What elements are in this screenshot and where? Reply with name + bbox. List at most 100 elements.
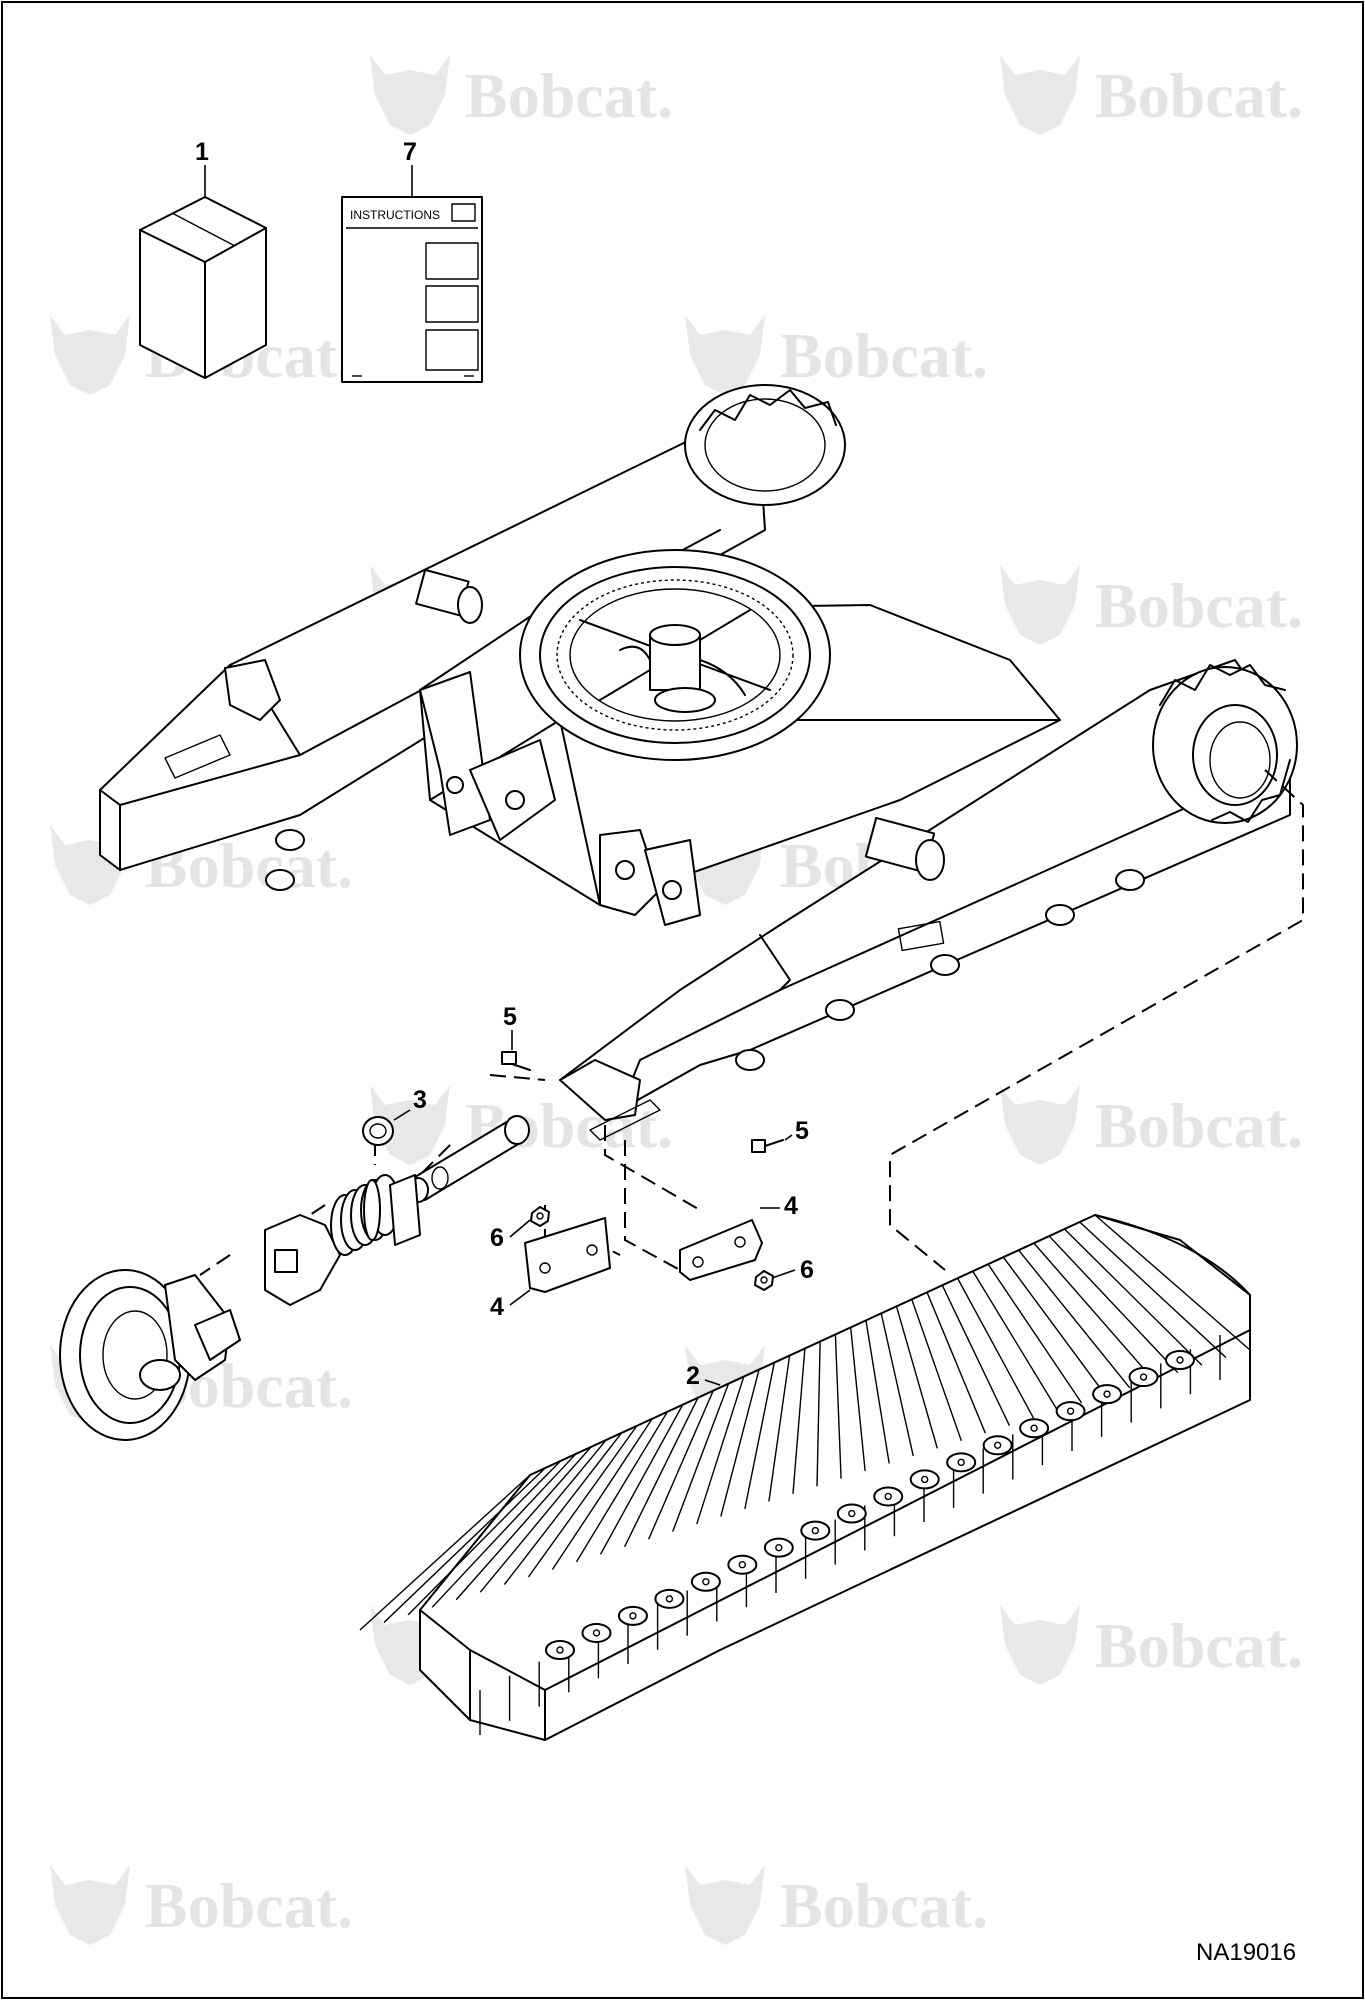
nut-left: [530, 1206, 550, 1227]
track-link-pin: [556, 1646, 564, 1654]
watermark-15: Bobcat.: [685, 1865, 988, 1945]
watermark-1: Bobcat.: [1000, 55, 1303, 135]
track-tread: [599, 1404, 684, 1555]
track-tread: [744, 1362, 776, 1510]
track-link: [1092, 1384, 1123, 1405]
watermark-text: Bobcat.: [780, 320, 988, 391]
track-tread: [407, 1460, 562, 1616]
front-idler-wheel: [59, 1269, 241, 1441]
seal-ring: [362, 1116, 394, 1146]
figure-id: NA19016: [1196, 1939, 1296, 1966]
callout-7: 7: [403, 138, 417, 166]
track-link: [1165, 1350, 1195, 1370]
track-link-pin: [993, 1441, 1002, 1449]
bobcat-logo-icon: [1000, 1605, 1080, 1685]
track-link: [800, 1520, 831, 1541]
bobcat-logo-icon: [1000, 565, 1080, 645]
track-tread: [527, 1425, 638, 1578]
track-link: [617, 1605, 648, 1626]
track-rollers: [265, 829, 1145, 1071]
track-tread: [479, 1439, 607, 1593]
track-link-pin: [738, 1561, 747, 1569]
track-link-pin: [702, 1578, 710, 1586]
track-link: [763, 1537, 794, 1558]
track-link-pin: [1176, 1356, 1184, 1364]
track-tread: [834, 1334, 842, 1479]
track-tread: [431, 1453, 577, 1608]
track-link-pin: [884, 1492, 892, 1501]
bobcat-logo-icon: [370, 55, 450, 135]
watermark-text: Bobcat.: [1095, 570, 1303, 641]
track-tread: [768, 1355, 791, 1502]
track-tread: [1079, 1221, 1227, 1359]
watermark-text: Bobcat.: [465, 60, 673, 131]
callout-6-right: 6: [800, 1256, 814, 1284]
sprocket-rear-right: [1152, 664, 1298, 824]
track-tread: [941, 1284, 1011, 1426]
watermark-13: Bobcat.: [1000, 1605, 1303, 1685]
track-link: [545, 1640, 575, 1660]
undercarriage-frame: [99, 384, 1298, 1141]
instruction-sheet-heading: INSTRUCTIONS: [350, 208, 440, 222]
track-tread: [503, 1432, 623, 1586]
track-tread: [383, 1467, 546, 1623]
track-tread: [551, 1418, 653, 1570]
track-link: [654, 1588, 685, 1609]
track-link: [581, 1622, 612, 1643]
track-links: [545, 1350, 1195, 1660]
watermark-9: Bobcat.: [1000, 1085, 1303, 1165]
track-link-pin: [1030, 1424, 1038, 1432]
track-tread: [1002, 1256, 1107, 1396]
watermark-3: Bobcat.: [685, 315, 988, 395]
track-link-pin: [665, 1595, 674, 1603]
blade-brackets: [419, 671, 701, 926]
track-tread: [575, 1411, 669, 1563]
track-tread: [1094, 1214, 1251, 1351]
track-tread: [972, 1270, 1059, 1411]
track-tread: [792, 1348, 806, 1494]
sprocket-rear-left: [684, 384, 846, 506]
callout-4-right: 4: [784, 1192, 798, 1220]
recoil-spring: [264, 1174, 421, 1306]
track-tread: [956, 1277, 1035, 1419]
callout-4-left: 4: [490, 1293, 504, 1321]
bobcat-logo-icon: [685, 315, 765, 395]
callout-5-upper: 5: [503, 1003, 517, 1031]
track-link-pin: [629, 1612, 637, 1620]
track-link: [873, 1486, 904, 1507]
track-tread: [696, 1376, 745, 1525]
track-treads: [359, 1214, 1251, 1735]
watermark-text: Bobcat.: [780, 1870, 988, 1941]
track-link: [727, 1554, 758, 1575]
watermark-text: Bobcat.: [145, 1870, 353, 1941]
track-link-pin: [1066, 1407, 1075, 1415]
swivel-joint: [619, 624, 746, 713]
track-tread: [816, 1341, 821, 1487]
rubber-track: [359, 1214, 1251, 1741]
track-link: [946, 1452, 977, 1473]
callout-3: 3: [413, 1086, 427, 1114]
track-tread: [623, 1397, 699, 1548]
track-link-pin: [811, 1526, 819, 1535]
track-link-pin: [1139, 1373, 1148, 1381]
track-tread: [648, 1390, 714, 1540]
track-tread: [1018, 1249, 1131, 1389]
track-link-pin: [775, 1543, 783, 1552]
track-link-pin: [921, 1475, 929, 1484]
track-tread: [926, 1292, 987, 1434]
watermark-text: Bobcat.: [1095, 60, 1303, 131]
track-link-pin: [1103, 1390, 1111, 1398]
track-link: [1128, 1367, 1159, 1388]
track-link-pin: [592, 1629, 601, 1637]
watermark-text: Bobcat.: [1095, 1610, 1303, 1681]
watermark-14: Bobcat.: [50, 1865, 353, 1945]
track-link: [909, 1469, 940, 1490]
idler-shaft: [407, 1115, 530, 1203]
kit-box: [139, 196, 267, 379]
instruction-sheet: INSTRUCTIONS: [341, 196, 483, 383]
bobcat-logo-icon: [685, 1865, 765, 1945]
track-link: [836, 1503, 867, 1524]
bobcat-logo-icon: [50, 315, 130, 395]
